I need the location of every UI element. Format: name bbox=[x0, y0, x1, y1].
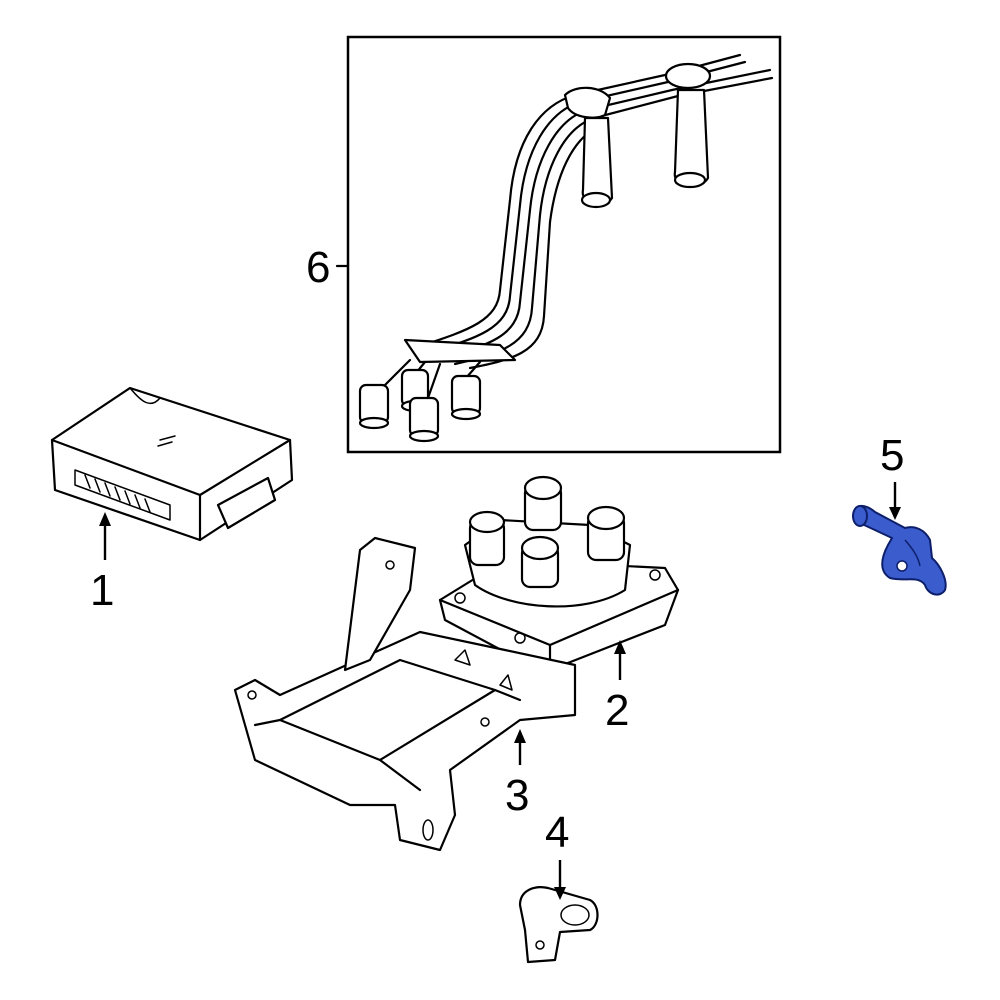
part-2-ignition-coil[interactable] bbox=[438, 475, 680, 672]
part-6-spark-plug-wire-set[interactable] bbox=[335, 35, 782, 454]
coil-boot-right-end bbox=[673, 171, 707, 189]
callout-label-5: 5 bbox=[880, 431, 904, 480]
coil-boot-left-end bbox=[580, 191, 612, 209]
callout-3: 3 bbox=[505, 729, 529, 820]
wire-separator-right bbox=[664, 62, 712, 90]
callout-label-2: 2 bbox=[605, 686, 629, 735]
wire-separator-upper bbox=[563, 86, 612, 119]
callout-4: 4 bbox=[545, 808, 569, 900]
callout-label-3: 3 bbox=[505, 771, 529, 820]
callout-2: 2 bbox=[605, 640, 629, 735]
callout-label-4: 4 bbox=[545, 808, 569, 857]
part-1-control-module[interactable] bbox=[50, 386, 294, 542]
callout-label-1: 1 bbox=[90, 566, 114, 615]
coil-towers bbox=[468, 475, 626, 589]
wire-separator-lower bbox=[403, 338, 517, 364]
part-4-sensor[interactable] bbox=[518, 886, 599, 964]
part-3-mounting-bracket[interactable] bbox=[233, 536, 577, 852]
plug-boots bbox=[358, 358, 482, 443]
coil-boot-left bbox=[581, 116, 614, 206]
callout-label-6: 6 bbox=[306, 243, 330, 292]
callout-1: 1 bbox=[90, 512, 114, 615]
part-5-sensor-highlighted[interactable] bbox=[852, 504, 947, 596]
callout-5: 5 bbox=[880, 431, 904, 520]
